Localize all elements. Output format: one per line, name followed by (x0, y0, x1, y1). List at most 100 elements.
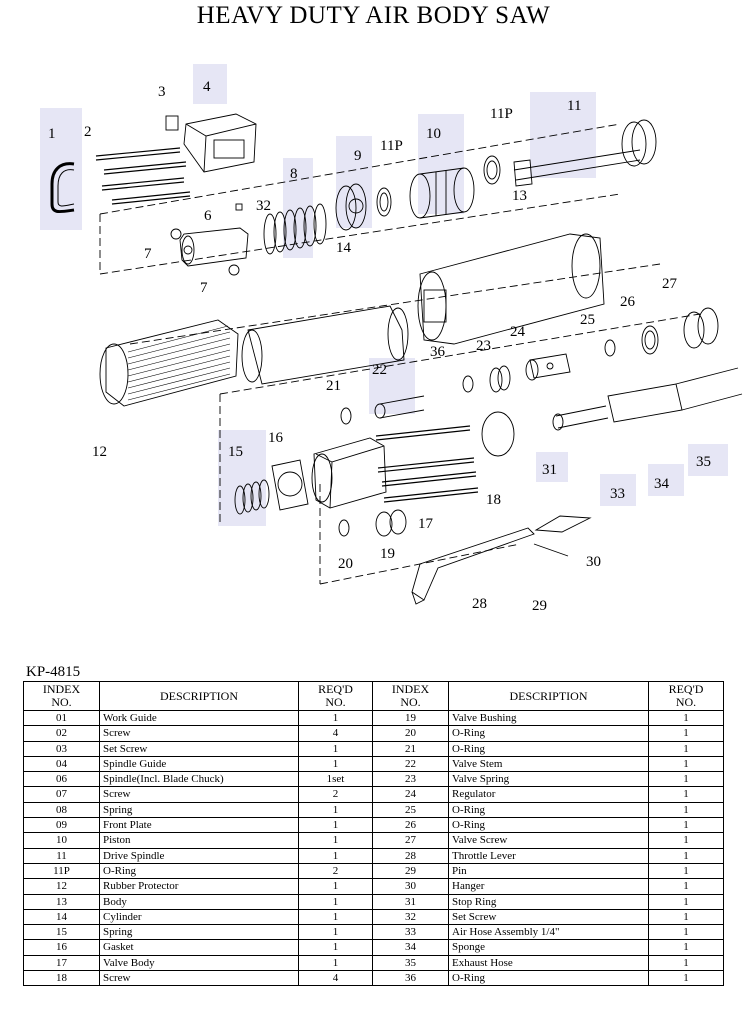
part-description: Front Plate (99, 817, 299, 834)
description-header: DESCRIPTION (99, 681, 299, 711)
callout-21: 21 (326, 378, 341, 394)
part-description: Spindle Guide (99, 755, 299, 773)
part-req: 1 (648, 847, 724, 864)
part-req: 1 (648, 908, 724, 926)
part-description: Screw (99, 970, 299, 987)
part-description: Body (99, 893, 299, 910)
part-index: 18 (23, 970, 100, 987)
part-req: 1 (648, 740, 724, 757)
callout-7b: 7 (200, 280, 208, 296)
part-description: Rubber Protector (99, 878, 299, 895)
callout-26: 26 (620, 294, 636, 310)
part-description: Piston (99, 832, 299, 849)
part-index: 11 (23, 847, 100, 864)
callout-35: 35 (696, 454, 711, 470)
part-description: O-Ring (448, 970, 649, 987)
callout-4: 4 (203, 79, 211, 95)
part-index: 07 (23, 786, 100, 803)
part-req: 1 (648, 832, 724, 849)
part-req: 1 (298, 878, 373, 895)
part-req: 2 (298, 786, 373, 803)
part-description: O-Ring (448, 740, 649, 757)
callout-13: 13 (512, 188, 527, 204)
part-description: Pin (448, 862, 649, 880)
part-req: 1 (298, 939, 373, 956)
part-req: 1 (648, 755, 724, 773)
part-description: Set Screw (99, 740, 299, 757)
part-req: 1 (298, 709, 373, 727)
callout-30: 30 (586, 554, 601, 570)
part-index: 12 (23, 878, 100, 895)
callout-15: 15 (228, 444, 243, 460)
callout-28: 28 (472, 596, 487, 612)
part-description: Regulator (448, 786, 649, 803)
part-req: 1 (648, 878, 724, 895)
part-index: 28 (372, 847, 449, 864)
part-index: 27 (372, 832, 449, 849)
part-description: O-Ring (448, 817, 649, 834)
callout-33: 33 (610, 486, 625, 502)
part-req: 1 (648, 801, 724, 819)
part-req: 1 (648, 862, 724, 880)
part-description: Set Screw (448, 908, 649, 926)
part-description: Screw (99, 786, 299, 803)
part-index: 16 (23, 939, 100, 956)
part-req: 1 (298, 740, 373, 757)
exploded-parts-diagram: 1 2 3 4 6 7 7 8 9 10 11P 11P 11 12 13 14… (0, 44, 747, 624)
part-req: 1 (298, 832, 373, 849)
part-req: 1 (298, 924, 373, 941)
callout-1: 1 (48, 126, 56, 142)
part-req: 1 (298, 908, 373, 926)
part-req: 1 (648, 771, 724, 788)
callout-11p-right: 11P (490, 106, 513, 122)
part-index: 01 (23, 709, 100, 727)
part-description: Cylinder (99, 908, 299, 926)
part-index: 19 (372, 709, 449, 727)
part-description: Valve Bushing (448, 709, 649, 727)
part-description: Throttle Lever (448, 847, 649, 864)
part-description: Spring (99, 801, 299, 819)
part-description: Gasket (99, 939, 299, 956)
part-description: Stop Ring (448, 893, 649, 910)
part-description: Air Hose Assembly 1/4" (448, 924, 649, 941)
part-index: 09 (23, 817, 100, 834)
part-req: 1 (648, 954, 724, 972)
part-index: 15 (23, 924, 100, 941)
part-req: 1 (648, 893, 724, 910)
part-req: 1 (648, 786, 724, 803)
callout-14: 14 (336, 240, 352, 256)
model-number: KP-4815 (26, 664, 81, 680)
part-req: 1 (298, 817, 373, 834)
part-description: Valve Body (99, 954, 299, 972)
part-req: 4 (298, 725, 373, 742)
callout-18: 18 (486, 492, 501, 508)
part-index: 10 (23, 832, 100, 849)
part-index: 31 (372, 893, 449, 910)
part-description: Spindle(Incl. Blade Chuck) (99, 771, 299, 788)
part-req: 1 (648, 709, 724, 727)
part-index: 36 (372, 970, 449, 987)
callout-22: 22 (372, 362, 387, 378)
description-header: DESCRIPTION (448, 681, 649, 711)
part-req: 1 (648, 939, 724, 956)
part-req: 1 (298, 847, 373, 864)
part-req: 1 (648, 970, 724, 987)
part-description: Sponge (448, 939, 649, 956)
part-description: O-Ring (448, 801, 649, 819)
page-title: HEAVY DUTY AIR BODY SAW (196, 2, 551, 29)
part-index: 22 (372, 755, 449, 773)
